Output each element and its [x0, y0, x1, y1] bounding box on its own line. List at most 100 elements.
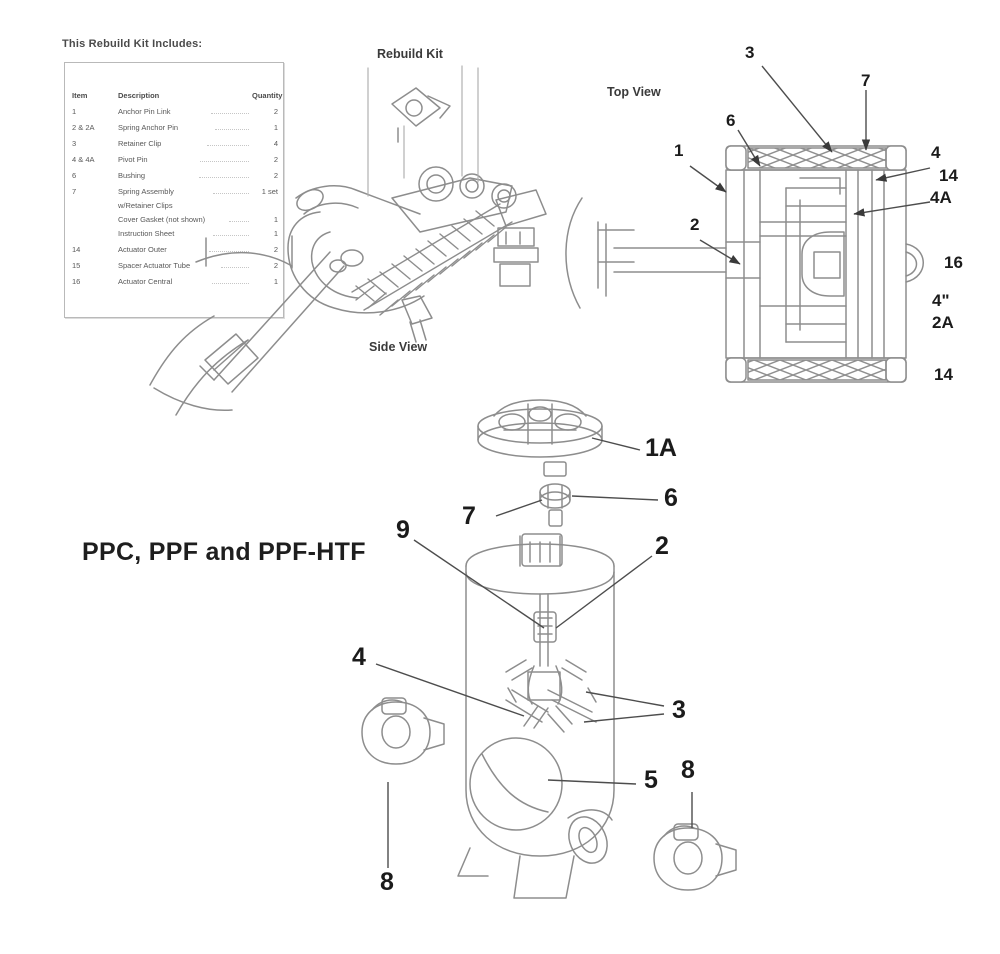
table-row: 3 Retainer Clip 4 — [72, 132, 278, 148]
leader-dots — [212, 186, 250, 194]
cell-description: Bushing — [118, 172, 146, 180]
parts-table-title: This Rebuild Kit Includes: — [62, 38, 203, 50]
leader-4 — [875, 167, 931, 182]
cell-description: Spring Assembly — [118, 188, 174, 196]
cell-item: 1 — [72, 108, 77, 116]
assembly-bushing-stack — [539, 461, 571, 527]
callout-asm-9: 9 — [396, 516, 410, 544]
table-row: 7 Spring Assembly 1 set — [72, 180, 278, 196]
rebuild-kit-detail — [391, 87, 451, 143]
table-row: 4 & 4A Pivot Pin 2 — [72, 148, 278, 164]
table-row: 1 Anchor Pin Link 2 — [72, 100, 278, 116]
leader-dots — [211, 106, 249, 114]
callout-top-3: 3 — [745, 43, 755, 62]
cell-quantity: 1 — [273, 229, 279, 239]
side-view-clamp-body — [287, 185, 425, 314]
cell-description: Anchor Pin Link — [118, 108, 171, 116]
table-row: 2 & 2A Spring Anchor Pin 1 — [72, 116, 278, 132]
caption-side-view: Side View — [369, 340, 428, 354]
leader-3 — [761, 65, 833, 153]
leader-5 — [547, 779, 637, 785]
leader-2 — [699, 239, 741, 265]
callout-asm-7: 7 — [462, 502, 476, 530]
leader-4a — [853, 201, 931, 217]
leader-3b — [585, 691, 665, 707]
leader-9 — [413, 539, 545, 629]
table-row: Instruction Sheet 1 — [72, 224, 278, 238]
callout-top-2a: 2A — [932, 313, 954, 332]
table-row: Cover Gasket (not shown) 1 — [72, 210, 278, 224]
cell-description: Actuator Central — [118, 278, 173, 286]
col-header-item: Item — [72, 92, 88, 100]
callout-asm-8-left: 8 — [380, 868, 394, 896]
callout-top-1: 1 — [674, 141, 684, 160]
cell-description: Cover Gasket (not shown) — [118, 216, 206, 224]
callout-asm-8-right: 8 — [681, 756, 695, 784]
table-row: 15 Spacer Actuator Tube 2 — [72, 254, 278, 270]
leader-6 — [737, 129, 761, 167]
assembly-base-feet — [457, 847, 575, 899]
cell-description: Instruction Sheet — [118, 230, 175, 238]
callout-top-7: 7 — [861, 71, 871, 90]
leader-lines — [375, 65, 931, 868]
cell-quantity: 2 — [273, 171, 279, 181]
caption-top-view: Top View — [607, 85, 661, 99]
callout-top-6: 6 — [726, 111, 736, 130]
leader-dots — [206, 138, 250, 146]
callout-asm-1a: 1A — [645, 434, 677, 462]
table-row: w/Retainer Clips — [72, 196, 278, 210]
assembly-cover-plate — [477, 399, 603, 458]
side-view-link-arm — [391, 166, 517, 233]
leader-1a — [591, 437, 641, 451]
cell-quantity: 4 — [273, 139, 279, 149]
leader-dots — [228, 214, 249, 222]
table-row: 6 Bushing 2 — [72, 164, 278, 180]
cell-quantity: 2 — [273, 261, 279, 271]
cell-quantity: 1 — [273, 215, 278, 225]
cell-item: 2 & 2A — [72, 124, 95, 132]
cell-quantity: 1 set — [261, 187, 279, 197]
leader-dots — [215, 122, 250, 130]
cell-quantity: 2 — [273, 155, 279, 165]
parts-table: Item Description Quantity 1 Anchor Pin L… — [72, 84, 283, 286]
col-header-description: Description — [118, 92, 160, 100]
callout-asm-6: 6 — [664, 484, 678, 512]
cell-description: Spring Anchor Pin — [118, 124, 179, 132]
cell-item: 15 — [72, 262, 81, 270]
callout-top-4a: 4A — [930, 188, 952, 207]
callout-top-4: 4 — [931, 143, 941, 162]
callout-top-14a: 14 — [939, 166, 958, 185]
cell-description: Spacer Actuator Tube — [118, 262, 191, 270]
callout-asm-5: 5 — [644, 766, 658, 794]
callout-top-14b: 14 — [934, 365, 953, 384]
callout-asm-3: 3 — [672, 696, 686, 724]
assembly-right-fitting — [653, 823, 737, 891]
cell-item: 14 — [72, 246, 81, 254]
page-title: PPC, PPF and PPF-HTF — [82, 538, 366, 566]
cell-quantity: 2 — [273, 107, 278, 117]
leader-dots — [209, 244, 249, 252]
leader-dots — [198, 170, 250, 178]
leader-2b — [555, 555, 653, 629]
assembly-port-nozzle — [567, 809, 613, 864]
assembly-left-fitting — [361, 697, 445, 765]
leader-3c — [583, 713, 665, 723]
parts-table-box — [64, 62, 284, 318]
leader-1 — [689, 165, 727, 193]
cell-description: Actuator Outer — [118, 246, 167, 254]
cell-item: 6 — [72, 172, 77, 180]
caption-rebuild-kit: Rebuild Kit — [377, 47, 443, 61]
top-view-pipe-arcs — [565, 197, 635, 309]
cell-description: Pivot Pin — [118, 156, 148, 164]
table-row: 16 Actuator Central 1 — [72, 270, 278, 286]
leader-6b — [571, 495, 659, 501]
col-header-quantity: Quantity — [252, 91, 283, 101]
cell-quantity: 2 — [273, 245, 278, 255]
leader-dots — [221, 260, 250, 268]
side-view-spring — [351, 203, 513, 316]
callout-asm-4: 4 — [352, 643, 366, 671]
cell-quantity: 1 — [273, 277, 279, 287]
callout-top-16: 16 — [944, 253, 963, 272]
